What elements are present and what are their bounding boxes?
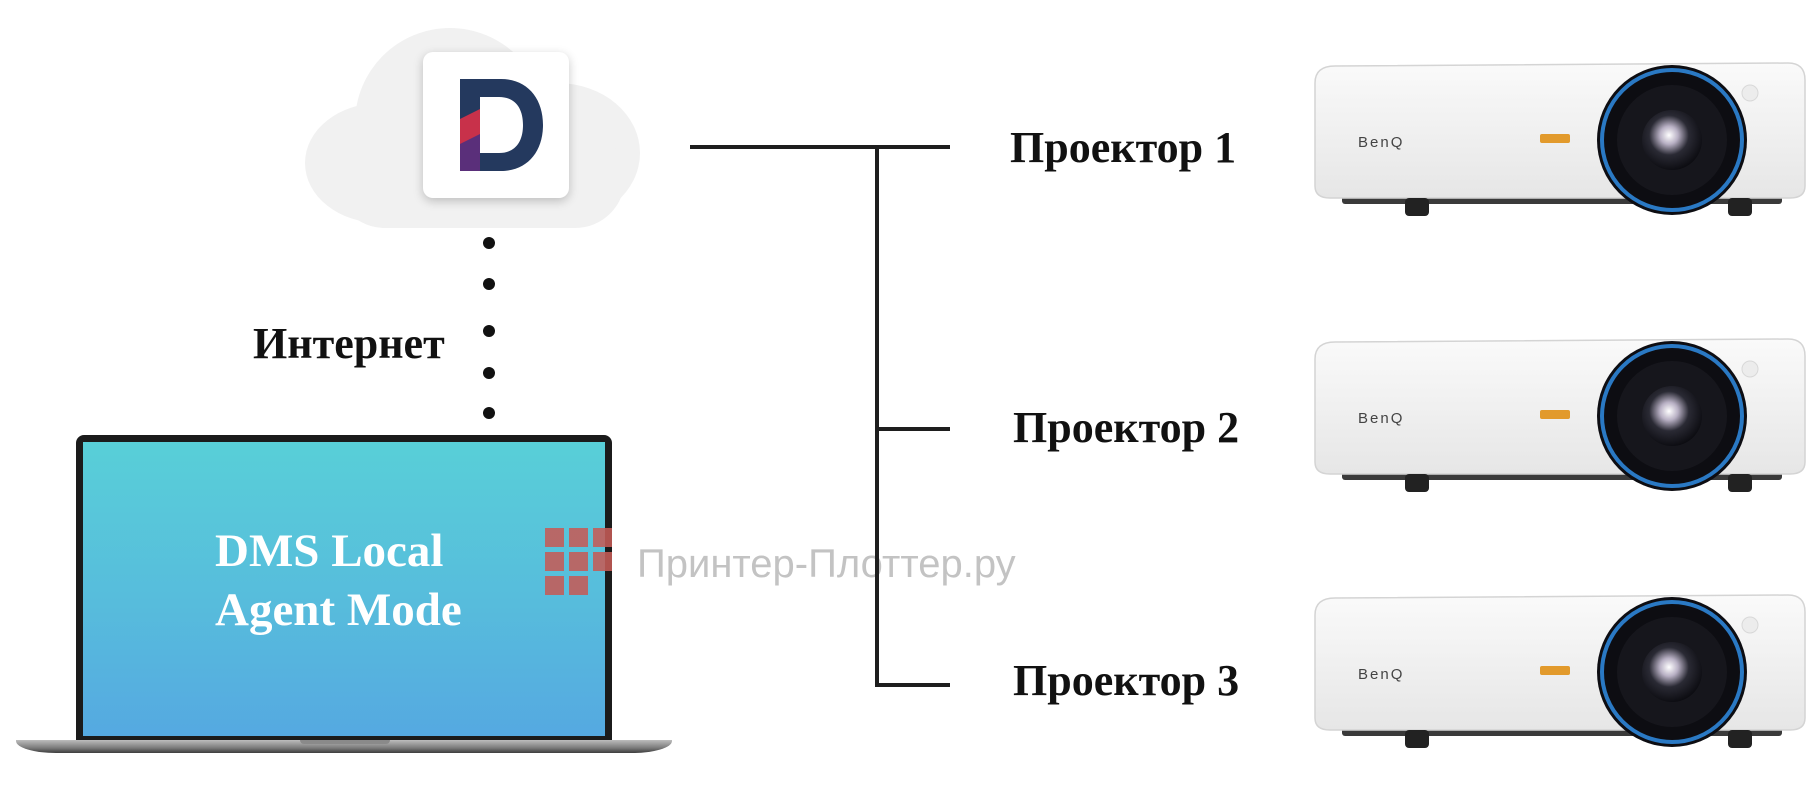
projector-icon: [1314, 338, 1806, 492]
projector-label-1: Проектор 1: [1010, 123, 1237, 172]
laptop-screen: [83, 442, 605, 736]
watermark-text: Принтер-Плоттер.ру: [637, 542, 1016, 586]
branch-line-3: [875, 683, 950, 687]
projector-icon: [1314, 62, 1806, 216]
trunk-line: [875, 145, 879, 687]
projector-label-2: Проектор 2: [1013, 403, 1240, 452]
link-dot: [483, 407, 495, 419]
laptop-notch: [300, 740, 390, 744]
dms-d-logo-icon: [460, 79, 543, 171]
laptop-base: [16, 740, 672, 753]
projector-brand: BenQ: [1358, 410, 1405, 427]
projector-icon: [1314, 594, 1806, 748]
link-dot: [483, 367, 495, 379]
cloud-link-line: [690, 145, 950, 149]
laptop-screen-text: DMS Local Agent Mode: [215, 525, 462, 636]
watermark-logo-icon: [545, 528, 617, 600]
projector-label-3: Проектор 3: [1013, 656, 1240, 705]
projector-brand: BenQ: [1358, 134, 1405, 151]
dms-app-tile: [423, 52, 569, 198]
link-dot: [483, 278, 495, 290]
projector-2: BenQ: [1310, 334, 1810, 534]
link-dot: [483, 325, 495, 337]
projector-1: BenQ: [1310, 58, 1810, 258]
projector-brand: BenQ: [1358, 666, 1405, 683]
internet-label: Интернет: [253, 319, 445, 368]
projector-3: BenQ: [1310, 590, 1810, 788]
branch-line-2: [875, 427, 950, 431]
link-dot: [483, 237, 495, 249]
